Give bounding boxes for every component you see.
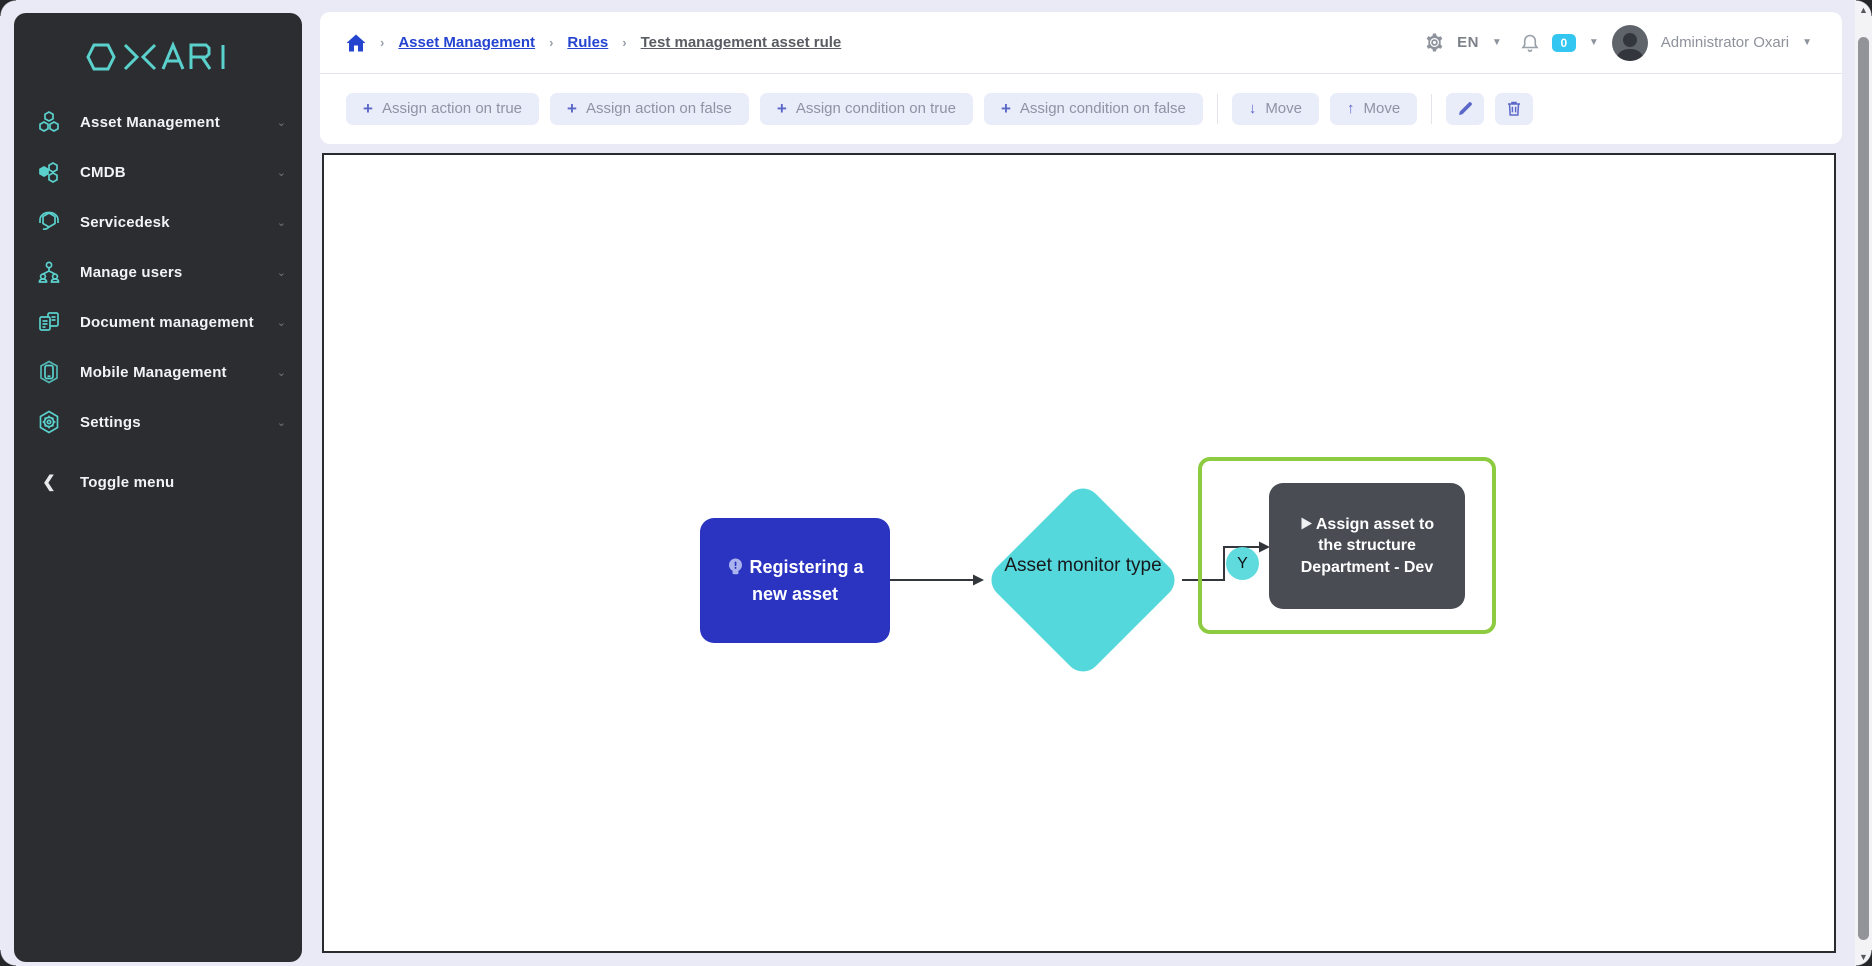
pencil-icon [1457, 100, 1474, 117]
condition-node-diamond[interactable] [984, 481, 1182, 679]
oxari-logo-icon [86, 41, 225, 71]
edit-rule-button[interactable] [1446, 92, 1485, 125]
sidebar-item-label: Manage users [80, 263, 183, 281]
headset-hexagon-icon [36, 209, 62, 235]
sidebar-item-manage-users[interactable]: Manage users ⌄ [14, 247, 302, 297]
sidebar-item-label: Mobile Management [80, 363, 227, 381]
oxari-logo [14, 39, 302, 75]
chevron-down-icon[interactable]: ▼ [1802, 37, 1812, 48]
toggle-menu-label: Toggle menu [80, 473, 175, 491]
move-up-button[interactable]: ↑ Move [1330, 92, 1418, 125]
sidebar-item-label: Settings [80, 413, 141, 431]
sidebar-item-cmdb[interactable]: CMDB ⌄ [14, 147, 302, 197]
hexagon-db-icon [36, 159, 62, 185]
header-controls: EN ▼ 0 ▼ Administrator Oxari ▼ [1425, 24, 1812, 61]
sidebar-item-label: CMDB [80, 163, 126, 181]
button-label: Assign condition on true [795, 100, 956, 117]
users-tree-icon [36, 259, 62, 285]
user-name[interactable]: Administrator Oxari [1660, 34, 1790, 51]
plus-icon: + [567, 99, 577, 118]
toolbar-divider [1216, 93, 1218, 124]
breadcrumb-row: › Asset Management › Rules › Test manage… [320, 12, 1842, 74]
chevron-down-icon: ⌄ [276, 366, 286, 379]
breadcrumb-separator: › [549, 35, 554, 50]
chevron-down-icon[interactable]: ▼ [1588, 37, 1599, 48]
move-down-button[interactable]: ↓ Move [1231, 92, 1319, 125]
play-icon [1301, 517, 1312, 530]
trash-icon [1506, 100, 1522, 117]
scrollbar-down-arrow[interactable]: ▼ [1859, 951, 1868, 962]
assign-action-on-true-button[interactable]: + Assign action on true [346, 92, 540, 125]
button-label: Move [1265, 100, 1302, 117]
assign-action-on-false-button[interactable]: + Assign action on false [550, 92, 749, 125]
action-node-content: Assign asset to the structure Department… [1287, 514, 1447, 579]
plus-icon: + [1000, 99, 1011, 118]
plus-icon: + [363, 99, 373, 118]
branch-label-yes[interactable]: Y [1226, 547, 1259, 580]
breadcrumb-separator: › [622, 35, 627, 50]
gear-icon[interactable] [1425, 33, 1444, 52]
language-selector[interactable]: EN [1457, 34, 1479, 51]
avatar[interactable] [1611, 24, 1648, 61]
top-card: › Asset Management › Rules › Test manage… [320, 12, 1842, 144]
selected-action-group-outline[interactable] [1198, 457, 1496, 634]
home-icon[interactable] [346, 34, 366, 52]
arrow-down-icon: ↓ [1248, 100, 1257, 117]
start-node-registering-new-asset[interactable]: Registering a new asset [700, 518, 890, 643]
chevron-down-icon: ⌄ [276, 216, 286, 229]
gear-hexagon-icon [36, 409, 62, 435]
breadcrumb: › Asset Management › Rules › Test manage… [346, 34, 841, 52]
start-node-content: Registering a new asset [714, 554, 876, 606]
vertical-scrollbar[interactable]: ▲ ▼ [1855, 0, 1872, 966]
sidebar-item-label: Servicedesk [80, 213, 170, 231]
breadcrumb-separator: › [380, 35, 385, 50]
sidebar-item-document-management[interactable]: Document management ⌄ [14, 297, 302, 347]
button-label: Assign action on false [585, 100, 732, 117]
breadcrumb-link-asset-management[interactable]: Asset Management [398, 34, 536, 51]
sidebar-item-settings[interactable]: Settings ⌄ [14, 397, 302, 447]
chevron-left-icon: ❮ [42, 474, 56, 491]
window-corner [0, 0, 16, 16]
button-label: Assign action on true [381, 100, 523, 117]
sidebar-item-label: Document management [80, 313, 254, 331]
rule-flowchart-canvas[interactable]: Registering a new asset Asset monitor ty… [322, 153, 1836, 953]
toolbar-divider [1431, 93, 1433, 124]
sidebar-item-label: Asset Management [80, 113, 220, 131]
sidebar-item-mobile-management[interactable]: Mobile Management ⌄ [14, 347, 302, 397]
mobile-hexagon-icon [36, 359, 62, 385]
delete-rule-button[interactable] [1495, 92, 1534, 125]
action-node-assign-asset[interactable]: Assign asset to the structure Department… [1269, 483, 1465, 609]
documents-icon [36, 309, 62, 335]
sidebar-item-servicedesk[interactable]: Servicedesk ⌄ [14, 197, 302, 247]
sidebar: Asset Management ⌄ CMDB ⌄ [14, 13, 302, 962]
notification-count-badge[interactable]: 0 [1551, 33, 1576, 52]
chevron-down-icon: ⌄ [276, 416, 286, 429]
plus-icon: + [776, 99, 787, 118]
chevron-down-icon: ⌄ [276, 116, 286, 129]
breadcrumb-current-page[interactable]: Test management asset rule [640, 34, 842, 51]
button-label: Move [1363, 100, 1401, 117]
hexagon-cluster-icon [36, 109, 62, 135]
breadcrumb-link-rules[interactable]: Rules [567, 34, 609, 51]
rule-toolbar: + Assign action on true + Assign action … [320, 74, 1842, 143]
button-label: Assign condition on false [1019, 100, 1186, 117]
sidebar-item-asset-management[interactable]: Asset Management ⌄ [14, 97, 302, 147]
toggle-menu-button[interactable]: ❮ Toggle menu [14, 457, 302, 507]
sidebar-menu: Asset Management ⌄ CMDB ⌄ [14, 97, 302, 507]
chevron-down-icon: ⌄ [276, 316, 286, 329]
lightbulb-icon [729, 558, 743, 575]
scrollbar-thumb[interactable] [1858, 37, 1869, 940]
scrollbar-up-arrow[interactable]: ▲ [1859, 4, 1868, 15]
chevron-down-icon: ⌄ [276, 166, 286, 179]
assign-condition-on-false-button[interactable]: + Assign condition on false [983, 92, 1203, 125]
chevron-down-icon[interactable]: ▼ [1491, 37, 1502, 48]
arrow-up-icon: ↑ [1347, 100, 1355, 117]
assign-condition-on-true-button[interactable]: + Assign condition on true [759, 92, 973, 125]
action-node-label: Assign asset to the structure Department… [1300, 515, 1435, 576]
chevron-down-icon: ⌄ [276, 266, 286, 279]
bell-icon[interactable] [1521, 33, 1539, 53]
start-node-label: Registering a new asset [749, 557, 864, 604]
